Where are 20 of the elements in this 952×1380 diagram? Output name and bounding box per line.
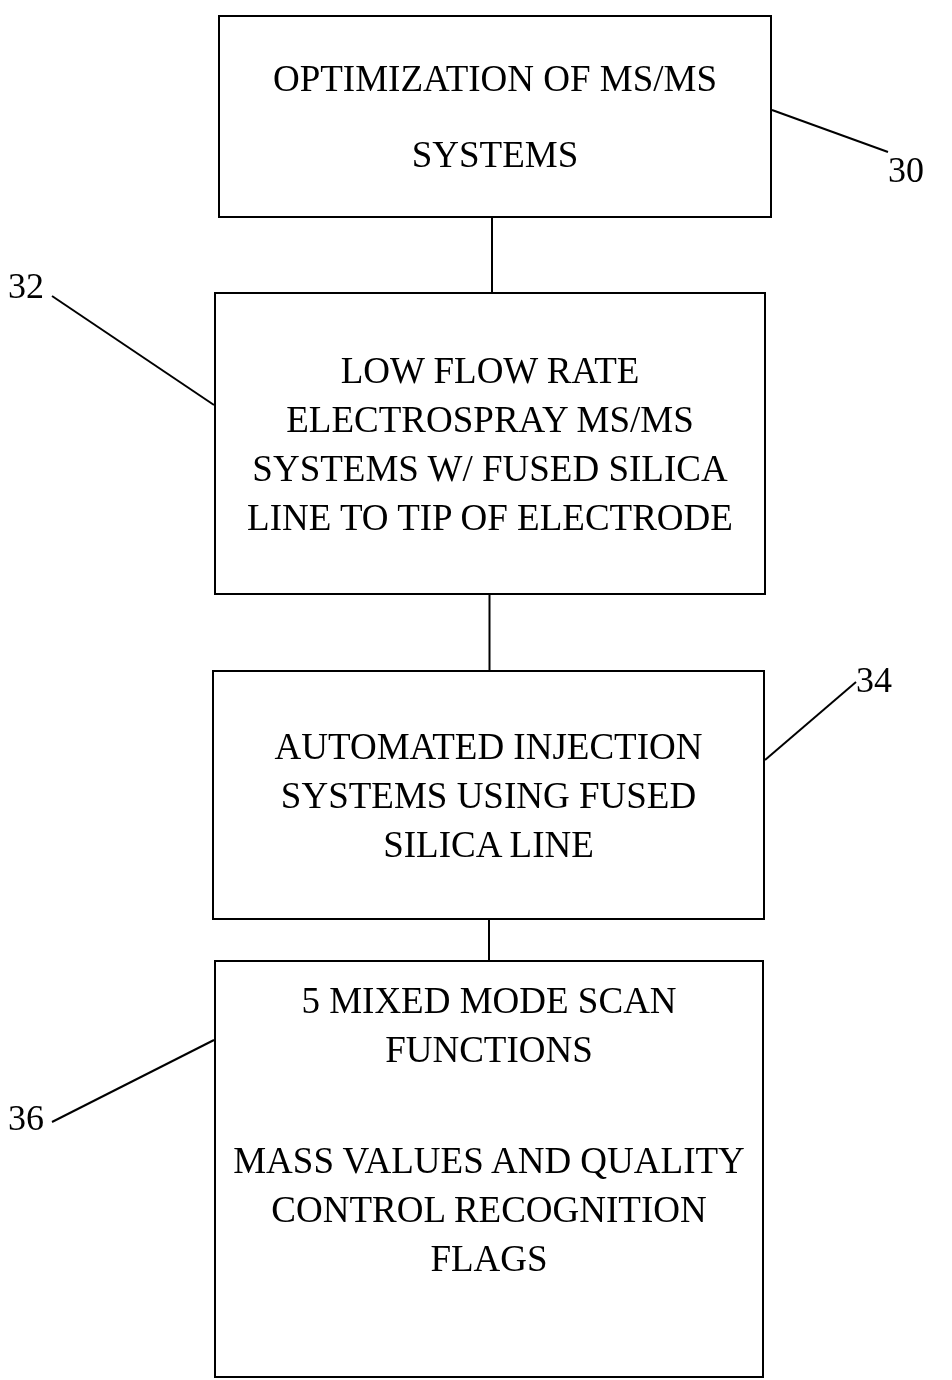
callout-number: 34 <box>856 662 892 698</box>
process-box <box>214 960 764 1378</box>
connector-line <box>488 919 490 961</box>
process-box <box>212 670 765 920</box>
callout-number: 36 <box>8 1100 44 1136</box>
box-text: 5 MIXED MODE SCAN FUNCTIONS <box>300 979 678 1072</box>
connector-line <box>488 594 491 671</box>
leader-line <box>771 109 889 153</box>
connector-line <box>491 217 493 293</box>
process-box <box>218 15 772 218</box>
leader-line <box>51 1039 215 1123</box>
box-text: MASS VALUES AND QUALITY CONTROL RECOGNITION FLAGS <box>232 1139 746 1281</box>
leader-line <box>764 681 857 761</box>
leader-line <box>51 295 215 406</box>
callout-number: 30 <box>888 152 924 188</box>
box-text: AUTOMATED INJECTION SYSTEMS USING FUSED SILICA LINE <box>273 724 704 867</box>
box-text: LOW FLOW RATE ELECTROSPRAY MS/MS SYSTEMS W/ FUSED SILICA LINE TO TIP OF ELECTRODE <box>246 348 734 540</box>
callout-number: 32 <box>8 268 44 304</box>
process-box <box>214 292 766 595</box>
box-text: OPTIMIZATION OF MS/MS SYSTEMS <box>271 56 719 177</box>
